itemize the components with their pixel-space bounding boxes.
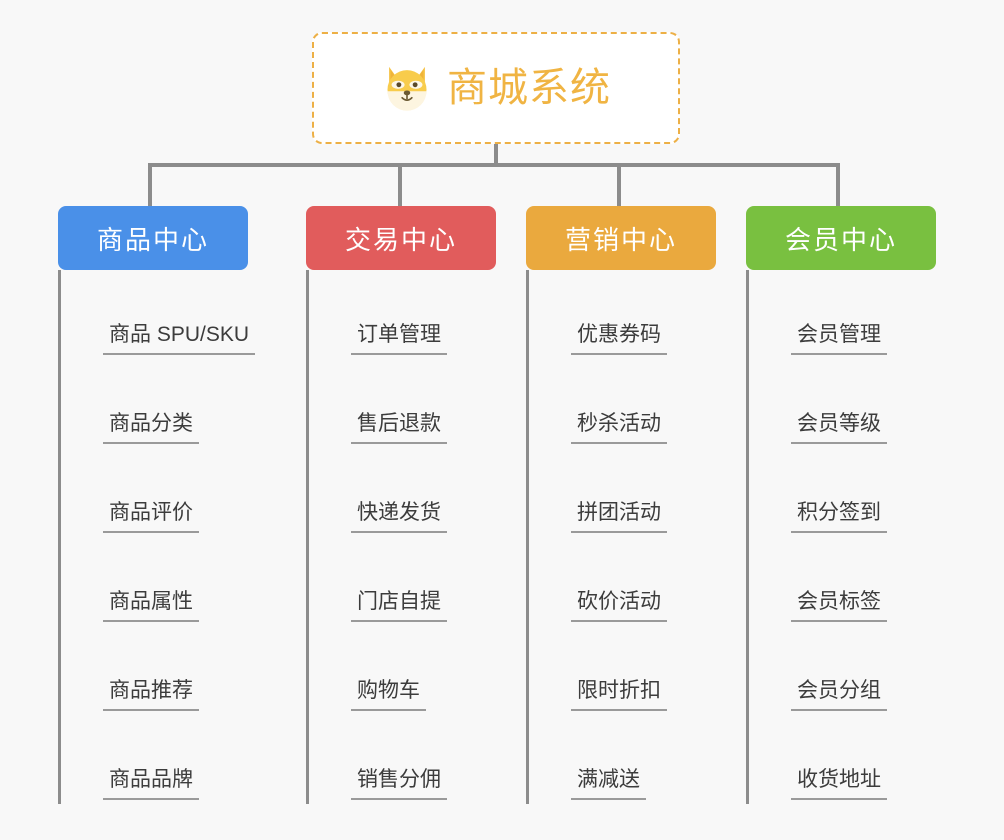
leaf-label: 购物车: [351, 679, 426, 711]
leaf-label: 会员管理: [791, 323, 887, 355]
list-item[interactable]: 拼团活动: [543, 448, 746, 537]
list-item[interactable]: 秒杀活动: [543, 359, 746, 448]
connector-to-product-center: [148, 163, 152, 206]
leaf-label: 砍价活动: [571, 590, 667, 622]
leaf-label: 优惠券码: [571, 323, 667, 355]
leaf-label: 会员等级: [791, 412, 887, 444]
connector-root-vertical: [494, 144, 498, 167]
list-item[interactable]: 收货地址: [763, 715, 966, 804]
leaf-label: 商品 SPU/SKU: [103, 323, 256, 355]
root-title: 商城系统: [447, 66, 611, 110]
list-item[interactable]: 商品 SPU/SKU: [75, 270, 278, 359]
leaf-label: 门店自提: [351, 590, 447, 622]
list-item[interactable]: 优惠券码: [543, 270, 746, 359]
connector-to-marketing-center: [617, 163, 621, 206]
category-box-member-center[interactable]: 会员中心: [746, 206, 936, 270]
category-box-marketing-center[interactable]: 营销中心: [526, 206, 716, 270]
leaf-label: 销售分佣: [351, 768, 447, 800]
leaf-label: 会员标签: [791, 590, 887, 622]
leaf-label: 订单管理: [351, 323, 447, 355]
leaf-label: 商品评价: [103, 501, 199, 533]
connector-horizontal-bus: [150, 163, 840, 167]
list-item[interactable]: 会员标签: [763, 537, 966, 626]
leaf-label: 商品属性: [103, 590, 199, 622]
leaf-label: 秒杀活动: [571, 412, 667, 444]
category-box-trade-center[interactable]: 交易中心: [306, 206, 496, 270]
root-node[interactable]: 商城系统: [312, 32, 680, 144]
leaf-label: 快递发货: [351, 501, 447, 533]
list-item[interactable]: 会员分组: [763, 626, 966, 715]
leaf-label: 商品品牌: [103, 768, 199, 800]
list-item[interactable]: 砍价活动: [543, 537, 746, 626]
list-item[interactable]: 门店自提: [323, 537, 526, 626]
leaf-label: 收货地址: [791, 768, 887, 800]
list-item[interactable]: 销售分佣: [323, 715, 526, 804]
list-item[interactable]: 商品品牌: [75, 715, 278, 804]
list-item[interactable]: 售后退款: [323, 359, 526, 448]
branch-member-center: 会员中心 会员管理 会员等级 积分签到 会员标签 会员分组 收货地址: [746, 206, 966, 804]
leaf-label: 积分签到: [791, 501, 887, 533]
list-item[interactable]: 商品评价: [75, 448, 278, 537]
list-item[interactable]: 会员等级: [763, 359, 966, 448]
category-box-product-center[interactable]: 商品中心: [58, 206, 248, 270]
leaf-list-member-center: 会员管理 会员等级 积分签到 会员标签 会员分组 收货地址: [746, 270, 966, 804]
list-item[interactable]: 购物车: [323, 626, 526, 715]
list-item[interactable]: 订单管理: [323, 270, 526, 359]
list-item[interactable]: 满减送: [543, 715, 746, 804]
list-item[interactable]: 商品属性: [75, 537, 278, 626]
list-item[interactable]: 会员管理: [763, 270, 966, 359]
list-item[interactable]: 快递发货: [323, 448, 526, 537]
leaf-label: 限时折扣: [571, 679, 667, 711]
list-item[interactable]: 限时折扣: [543, 626, 746, 715]
leaf-label: 会员分组: [791, 679, 887, 711]
branch-marketing-center: 营销中心 优惠券码 秒杀活动 拼团活动 砍价活动 限时折扣 满减送: [526, 206, 746, 804]
list-item[interactable]: 积分签到: [763, 448, 966, 537]
list-item[interactable]: 商品推荐: [75, 626, 278, 715]
leaf-label: 商品推荐: [103, 679, 199, 711]
connector-to-trade-center: [398, 163, 402, 206]
branch-product-center: 商品中心 商品 SPU/SKU 商品分类 商品评价 商品属性 商品推荐 商品品牌: [58, 206, 278, 804]
leaf-label: 满减送: [571, 768, 646, 800]
leaf-list-product-center: 商品 SPU/SKU 商品分类 商品评价 商品属性 商品推荐 商品品牌: [58, 270, 278, 804]
leaf-list-marketing-center: 优惠券码 秒杀活动 拼团活动 砍价活动 限时折扣 满减送: [526, 270, 746, 804]
list-item[interactable]: 商品分类: [75, 359, 278, 448]
leaf-label: 售后退款: [351, 412, 447, 444]
branch-trade-center: 交易中心 订单管理 售后退款 快递发货 门店自提 购物车 销售分佣: [306, 206, 526, 804]
connector-to-member-center: [836, 163, 840, 206]
leaf-list-trade-center: 订单管理 售后退款 快递发货 门店自提 购物车 销售分佣: [306, 270, 526, 804]
leaf-label: 拼团活动: [571, 501, 667, 533]
shiba-dog-face-icon: [381, 62, 433, 114]
leaf-label: 商品分类: [103, 412, 199, 444]
